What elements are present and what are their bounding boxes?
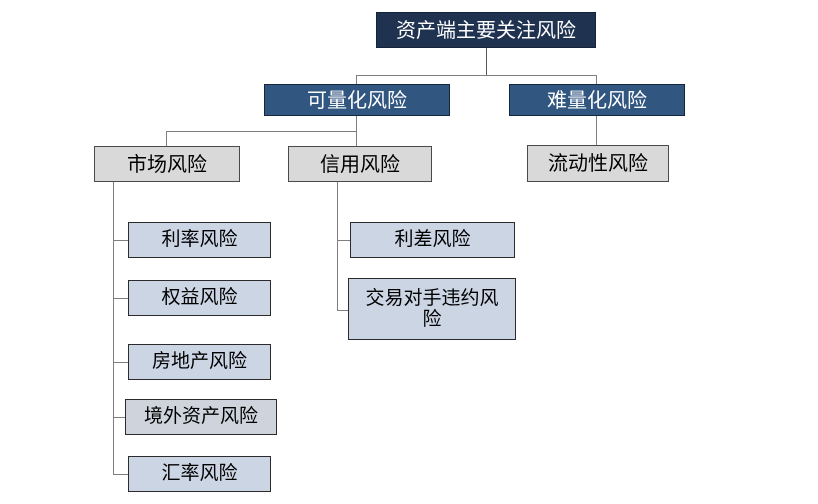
node-root[interactable]: 资产端主要关注风险 xyxy=(376,12,596,48)
connector-to-quantifiable xyxy=(356,75,357,84)
connector-quantifiable-stem xyxy=(356,115,357,131)
node-counterparty-default-risk[interactable]: 交易对手违约风险 xyxy=(348,278,516,340)
connector-credit-spine xyxy=(337,182,338,310)
connector-to-liquidity xyxy=(596,115,597,145)
connector-to-market xyxy=(166,131,167,146)
node-real-estate-risk[interactable]: 房地产风险 xyxy=(128,344,271,380)
connector-market-spine xyxy=(113,182,114,474)
node-overseas-asset-risk[interactable]: 境外资产风险 xyxy=(125,399,277,435)
node-interest-rate-risk[interactable]: 利率风险 xyxy=(128,222,271,258)
node-spread-risk[interactable]: 利差风险 xyxy=(350,222,515,258)
node-credit-risk[interactable]: 信用风险 xyxy=(288,146,432,182)
node-quantifiable-risk[interactable]: 可量化风险 xyxy=(264,84,450,116)
connector-market-to-interest-rate xyxy=(113,240,128,241)
connector-credit-to-spread xyxy=(337,240,350,241)
node-hard-to-quantify-risk[interactable]: 难量化风险 xyxy=(509,84,685,116)
connector-market-to-equity xyxy=(113,298,128,299)
connector-root-stem xyxy=(486,48,487,75)
connector-credit-to-counterparty xyxy=(337,310,350,311)
node-market-risk[interactable]: 市场风险 xyxy=(94,146,240,182)
node-exchange-rate-risk[interactable]: 汇率风险 xyxy=(128,456,271,492)
connector-to-hard-quantify xyxy=(596,75,597,84)
connector-market-to-real-estate xyxy=(113,362,128,363)
connector-root-bar xyxy=(356,75,597,76)
connector-market-to-overseas xyxy=(113,417,125,418)
connector-quantifiable-bar xyxy=(166,131,357,132)
connector-to-credit xyxy=(356,131,357,146)
node-equity-risk[interactable]: 权益风险 xyxy=(128,280,271,316)
connector-market-to-exchange-rate xyxy=(113,474,128,475)
node-liquidity-risk[interactable]: 流动性风险 xyxy=(527,145,669,182)
